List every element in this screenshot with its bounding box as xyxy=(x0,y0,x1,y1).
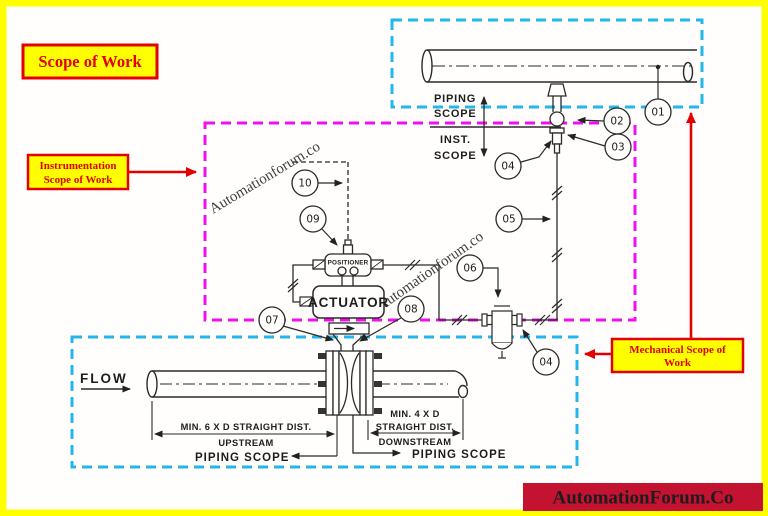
control-signal-line xyxy=(293,161,349,240)
balloon-05: 05 xyxy=(495,205,523,233)
flow-indicator: FLOW xyxy=(80,371,131,393)
pipe-tap-assembly xyxy=(547,83,567,154)
svg-text:Scope of Work: Scope of Work xyxy=(38,52,142,71)
svg-text:05: 05 xyxy=(502,214,515,226)
actuator-label: ACTUATOR xyxy=(308,295,389,310)
svg-text:07: 07 xyxy=(265,315,278,327)
positioner-port-left xyxy=(312,259,326,270)
tube-fitting-top xyxy=(549,127,565,134)
upstream-dim-text: MIN. 6 X D STRAIGHT DIST. xyxy=(181,422,312,432)
positioner-gauge xyxy=(337,266,347,276)
mechanical-scope-label: Mechanical Scope of Work xyxy=(610,337,745,374)
process-pipe-upstream xyxy=(146,370,326,398)
svg-text:04: 04 xyxy=(501,161,515,173)
balloon-08: 08 xyxy=(397,295,425,323)
positioner xyxy=(312,239,384,286)
instrumentation-scope-label: Instrumentation Scope of Work xyxy=(26,153,130,191)
balloon-02: 02 xyxy=(603,107,631,135)
piping-scope-leader-right xyxy=(352,415,401,457)
downstream-dim-text-2: STRAIGHT DIST. xyxy=(376,422,454,432)
balloon-04-header: 04 xyxy=(494,152,522,180)
downstream-dimension xyxy=(367,399,464,440)
instrumentation-scope-box xyxy=(203,121,637,322)
positioner-port-right xyxy=(370,259,384,270)
svg-text:08: 08 xyxy=(404,304,417,316)
piping-scope-box-top xyxy=(390,18,704,109)
downstream-dim-text-1: MIN. 4 X D xyxy=(390,409,439,419)
balloon-09: 09 xyxy=(299,205,327,233)
signal-fitting xyxy=(344,239,352,246)
brand-banner: AutomationForum.Co xyxy=(523,483,763,511)
brand-banner-text: AutomationForum.Co xyxy=(552,488,733,509)
upstream-dimension xyxy=(151,401,338,456)
svg-text:10: 10 xyxy=(298,178,311,190)
balloons: 01 02 03 04 05 06 07 08 09 10 04 xyxy=(258,98,672,376)
svg-text:02: 02 xyxy=(610,116,623,128)
balloon-06: 06 xyxy=(456,254,484,282)
positioner-gauge xyxy=(349,266,359,276)
piping-scope-top-label-1: PIPING xyxy=(434,93,476,105)
header-pipe xyxy=(421,49,697,83)
balloon-leaders xyxy=(282,64,661,353)
balloon-07: 07 xyxy=(258,306,286,334)
positioner-label: POSITIONER xyxy=(328,260,369,267)
process-pipe-downstream xyxy=(373,370,469,399)
flow-label: FLOW xyxy=(80,371,128,386)
root-valve xyxy=(549,111,565,127)
piping-scope-bottom-left-label: PIPING SCOPE xyxy=(195,452,289,464)
balloon-01: 01 xyxy=(644,98,672,126)
svg-text:Scope of Work: Scope of Work xyxy=(44,174,114,186)
piping-scope-box-bottom xyxy=(70,335,579,469)
scope-divider xyxy=(430,96,561,157)
balloon-10: 10 xyxy=(291,169,319,197)
svg-text:09: 09 xyxy=(306,214,319,226)
inst-scope-label-2: SCOPE xyxy=(434,150,477,162)
svg-text:Mechanical Scope of: Mechanical Scope of xyxy=(629,344,726,356)
svg-text:04: 04 xyxy=(539,357,553,369)
control-valve xyxy=(318,350,382,416)
air-supply-tubing xyxy=(287,153,563,326)
balloon-04-afr: 04 xyxy=(532,348,560,376)
svg-text:Instrumentation: Instrumentation xyxy=(39,160,116,172)
upstream-label: UPSTREAM xyxy=(218,438,273,448)
inst-scope-label-1: INST. xyxy=(440,134,471,146)
valve-bolts xyxy=(318,353,382,414)
afr-fitting-right xyxy=(511,313,523,327)
weldolet xyxy=(547,83,567,97)
piping-scope-bottom-right-label: PIPING SCOPE xyxy=(412,449,506,461)
svg-text:03: 03 xyxy=(611,142,624,154)
scope-of-work-label: Scope of Work xyxy=(21,43,159,80)
balloon-03: 03 xyxy=(604,133,632,161)
afr-fitting-left xyxy=(481,313,493,327)
svg-text:01: 01 xyxy=(651,107,664,119)
piping-scope-top-label-2: SCOPE xyxy=(434,108,477,120)
callout-arrows xyxy=(128,112,696,359)
air-filter-regulator xyxy=(481,305,523,359)
svg-text:06: 06 xyxy=(463,263,477,275)
downstream-label: DOWNSTREAM xyxy=(379,437,452,447)
positioner-output-tubing xyxy=(292,264,313,303)
svg-text:Work: Work xyxy=(664,357,692,369)
actuator xyxy=(299,285,385,319)
